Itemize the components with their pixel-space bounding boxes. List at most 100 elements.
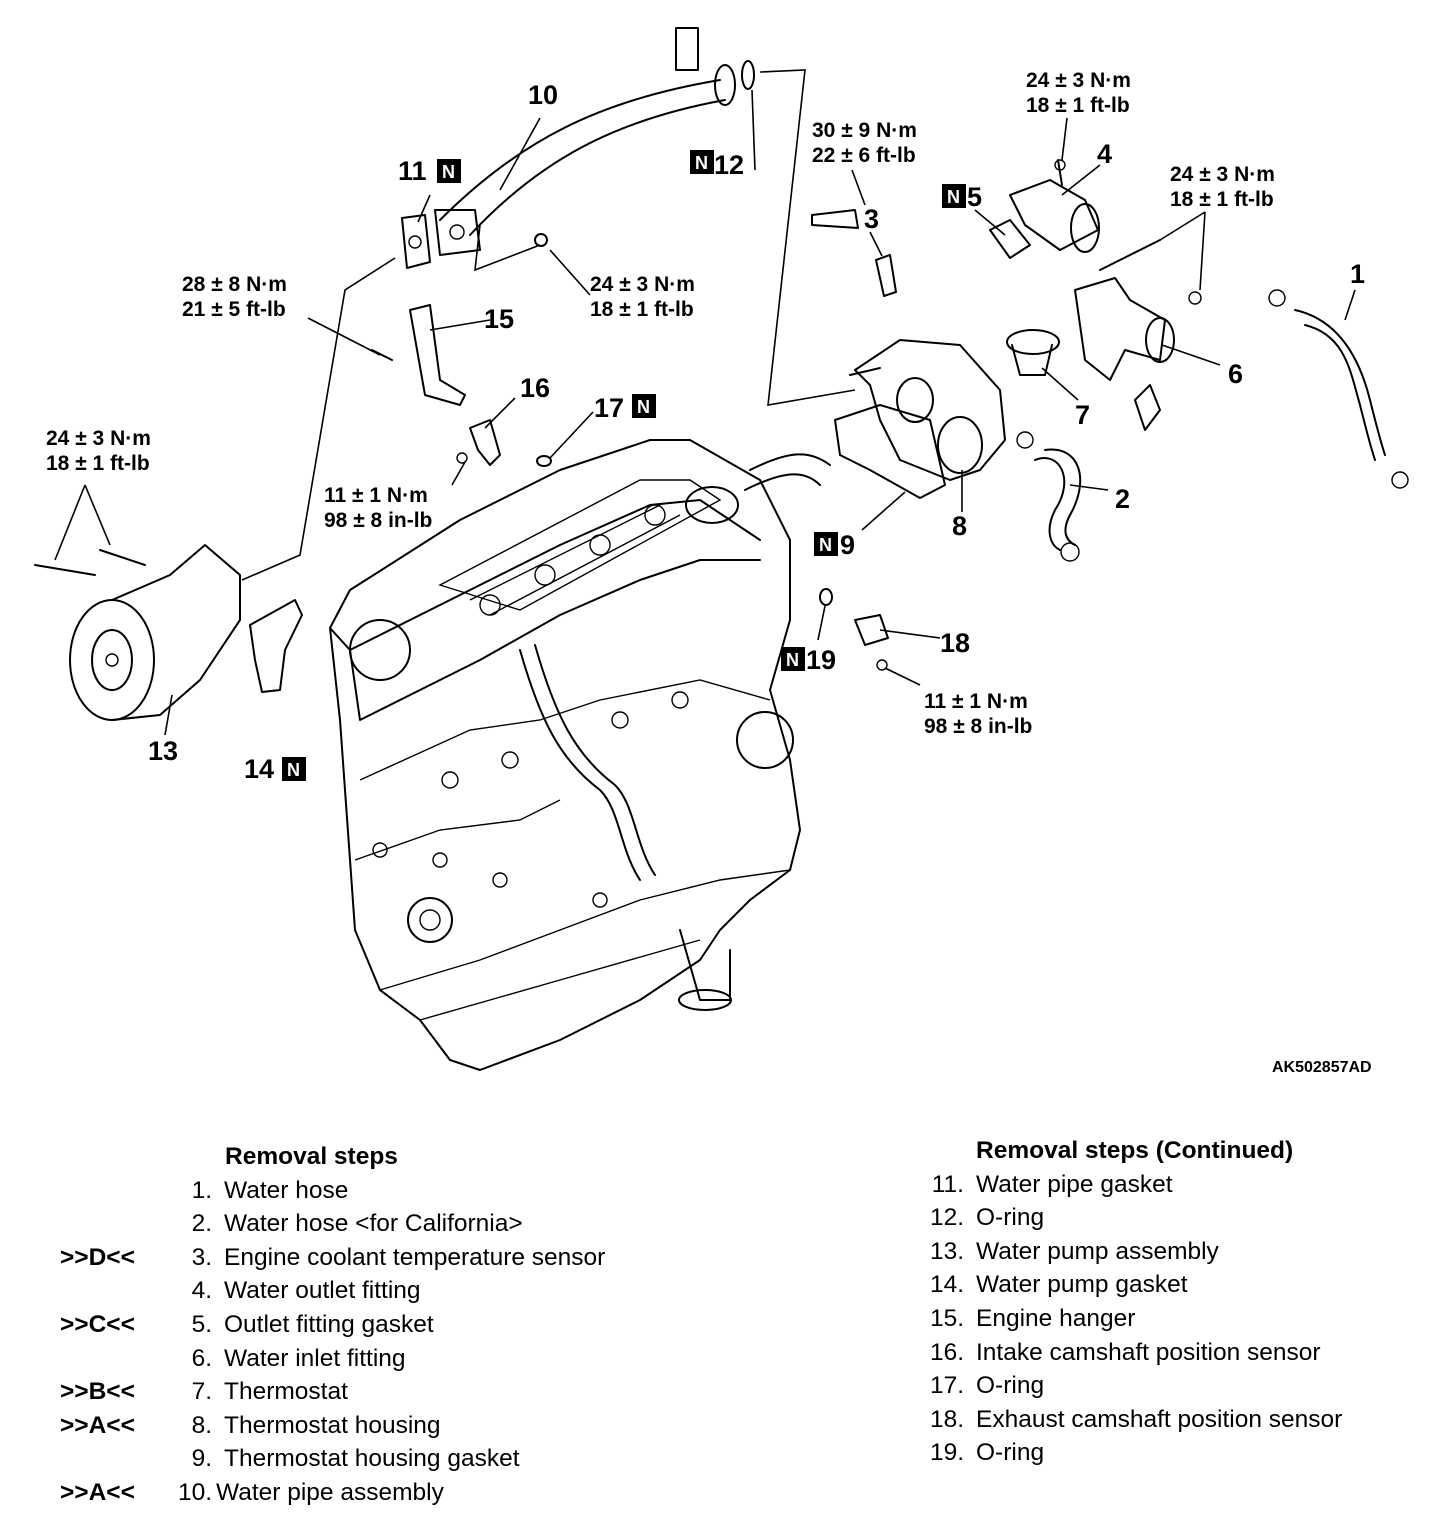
callout-18: 18 bbox=[940, 628, 970, 658]
step-number: 13. bbox=[930, 1237, 965, 1265]
svg-text:22 ± 6 ft-lb: 22 ± 6 ft-lb bbox=[812, 144, 916, 167]
step-row: 2. Water hose <for California> bbox=[60, 1207, 605, 1241]
new-part-marker: N bbox=[781, 647, 805, 671]
step-number: 12. bbox=[930, 1204, 965, 1232]
torque-spec: 11 ± 1 N·m 98 ± 8 in-lb bbox=[924, 690, 1032, 738]
callout-8: 8 bbox=[952, 511, 967, 541]
water-outlet-fitting-part bbox=[1009, 159, 1100, 253]
svg-text:18 ± 1 ft-lb: 18 ± 1 ft-lb bbox=[1026, 94, 1130, 117]
new-part-marker: N bbox=[942, 184, 966, 208]
torque-spec: 24 ± 3 N·m 18 ± 1 ft-lb bbox=[590, 273, 695, 321]
svg-text:18 ± 1 ft-lb: 18 ± 1 ft-lb bbox=[46, 452, 150, 475]
step-number: 10. bbox=[178, 1478, 213, 1506]
torque-spec: 24 ± 3 N·m 18 ± 1 ft-lb bbox=[1170, 163, 1275, 211]
step-label: Thermostat bbox=[224, 1378, 348, 1406]
callout-17: 17 bbox=[594, 393, 624, 423]
coolant-temp-sensor-part bbox=[811, 209, 859, 229]
step-mark: >>A<< bbox=[60, 1411, 135, 1439]
step-number: 18. bbox=[930, 1405, 965, 1433]
step-label: O-ring bbox=[976, 1372, 1045, 1400]
removal-steps-left: Removal steps 1.Water hose 2.Water hose … bbox=[60, 1140, 605, 1510]
svg-text:24 ± 3 N·m: 24 ± 3 N·m bbox=[590, 273, 695, 296]
svg-text:98 ± 8 in-lb: 98 ± 8 in-lb bbox=[924, 715, 1032, 738]
step-label: Water pump assembly bbox=[976, 1237, 1219, 1265]
exploded-engine-diagram: 10 11 N N 12 3 4 N 5 1 6 7 2 8 N 9 15 16… bbox=[34, 27, 1409, 1076]
step-label: Thermostat housing gasket bbox=[224, 1445, 520, 1473]
water-pump-gasket-part bbox=[249, 599, 303, 693]
thermostat-housing-gasket-part bbox=[834, 404, 946, 499]
svg-text:N: N bbox=[819, 535, 832, 555]
callout-15: 15 bbox=[484, 304, 514, 334]
step-mark bbox=[60, 1442, 178, 1476]
svg-text:24 ± 3 N·m: 24 ± 3 N·m bbox=[1170, 163, 1275, 186]
step-row: 18. Exhaust camshaft position sensor bbox=[930, 1403, 1342, 1437]
new-part-marker: N bbox=[282, 757, 306, 781]
step-label: Water pipe gasket bbox=[976, 1170, 1173, 1198]
step-number: 19. bbox=[930, 1439, 965, 1467]
svg-text:N: N bbox=[695, 153, 708, 173]
water-pipe-assembly-part bbox=[434, 27, 736, 256]
step-row: 12.O-ring bbox=[930, 1201, 1342, 1235]
step-label: Water hose <for California> bbox=[224, 1210, 523, 1238]
hanger-bolt-part bbox=[371, 349, 393, 361]
step-number: 9. bbox=[191, 1445, 212, 1473]
step-mark bbox=[60, 1342, 178, 1376]
callout-5: 5 bbox=[967, 182, 982, 212]
step-label: Thermostat housing bbox=[224, 1411, 441, 1439]
callout-7: 7 bbox=[1075, 400, 1090, 430]
step-mark bbox=[60, 1174, 178, 1208]
outlet-fitting-gasket-part bbox=[989, 219, 1031, 259]
step-number: 4. bbox=[191, 1277, 212, 1305]
bolt-part bbox=[534, 233, 548, 247]
new-part-marker: N bbox=[437, 159, 461, 183]
step-number: 8. bbox=[191, 1411, 212, 1439]
callout-1: 1 bbox=[1350, 259, 1365, 289]
svg-text:N: N bbox=[637, 397, 650, 417]
step-row: 17.O-ring bbox=[930, 1369, 1342, 1403]
callout-16: 16 bbox=[520, 373, 550, 403]
water-pump-part bbox=[34, 544, 241, 721]
exhaust-cam-sensor-part bbox=[854, 614, 889, 646]
step-label: Engine hanger bbox=[976, 1304, 1136, 1332]
step-label: Exhaust camshaft position sensor bbox=[976, 1405, 1343, 1433]
step-label: Water pipe assembly bbox=[216, 1478, 444, 1506]
step-number: 16. bbox=[930, 1338, 965, 1366]
step-number: 15. bbox=[930, 1304, 965, 1332]
step-number: 2. bbox=[191, 1210, 212, 1238]
step-row: 13. Water pump assembly bbox=[930, 1235, 1342, 1269]
callout-6: 6 bbox=[1228, 359, 1243, 389]
water-inlet-fitting-part bbox=[1074, 239, 1202, 431]
step-mark bbox=[60, 1274, 178, 1308]
step-row: 11.Water pipe gasket bbox=[930, 1168, 1342, 1202]
step-label: O-ring bbox=[976, 1439, 1045, 1467]
removal-steps-continued-heading: Removal steps (Continued) bbox=[930, 1134, 1342, 1168]
step-label: Water inlet fitting bbox=[224, 1344, 406, 1372]
step-number: 5. bbox=[191, 1310, 212, 1338]
svg-text:N: N bbox=[786, 650, 799, 670]
svg-text:98 ± 8 in-lb: 98 ± 8 in-lb bbox=[324, 509, 432, 532]
step-mark: >>A<< bbox=[60, 1478, 135, 1506]
thermostat-housing-part bbox=[849, 339, 1006, 481]
torque-spec: 28 ± 8 N·m 21 ± 5 ft-lb bbox=[182, 273, 287, 321]
callout-4: 4 bbox=[1097, 139, 1112, 169]
step-row: >>A<< 8. Thermostat housing bbox=[60, 1409, 605, 1443]
callout-9: 9 bbox=[840, 530, 855, 560]
step-row: 16. Intake camshaft position sensor bbox=[930, 1336, 1342, 1370]
engine-block-drawing bbox=[329, 439, 831, 1071]
callout-13: 13 bbox=[148, 736, 178, 766]
removal-steps-right: Removal steps (Continued) 11.Water pipe … bbox=[930, 1134, 1342, 1470]
bolt-part bbox=[1054, 159, 1066, 171]
step-label: Water hose bbox=[224, 1176, 349, 1204]
svg-text:21 ± 5 ft-lb: 21 ± 5 ft-lb bbox=[182, 298, 286, 321]
svg-text:18 ± 1 ft-lb: 18 ± 1 ft-lb bbox=[1170, 188, 1274, 211]
step-label: Water pump gasket bbox=[976, 1271, 1188, 1299]
svg-text:11 ± 1 N·m: 11 ± 1 N·m bbox=[324, 484, 428, 507]
step-row: 6.Water inlet fitting bbox=[60, 1342, 605, 1376]
thermostat-part bbox=[1006, 329, 1060, 376]
o-ring-12-part bbox=[741, 60, 755, 90]
torque-spec: 24 ± 3 N·m 18 ± 1 ft-lb bbox=[46, 427, 151, 475]
callout-2: 2 bbox=[1115, 484, 1130, 514]
step-mark: >>B<< bbox=[60, 1378, 135, 1406]
water-hose-part bbox=[1268, 289, 1409, 489]
step-label: Intake camshaft position sensor bbox=[976, 1338, 1321, 1366]
